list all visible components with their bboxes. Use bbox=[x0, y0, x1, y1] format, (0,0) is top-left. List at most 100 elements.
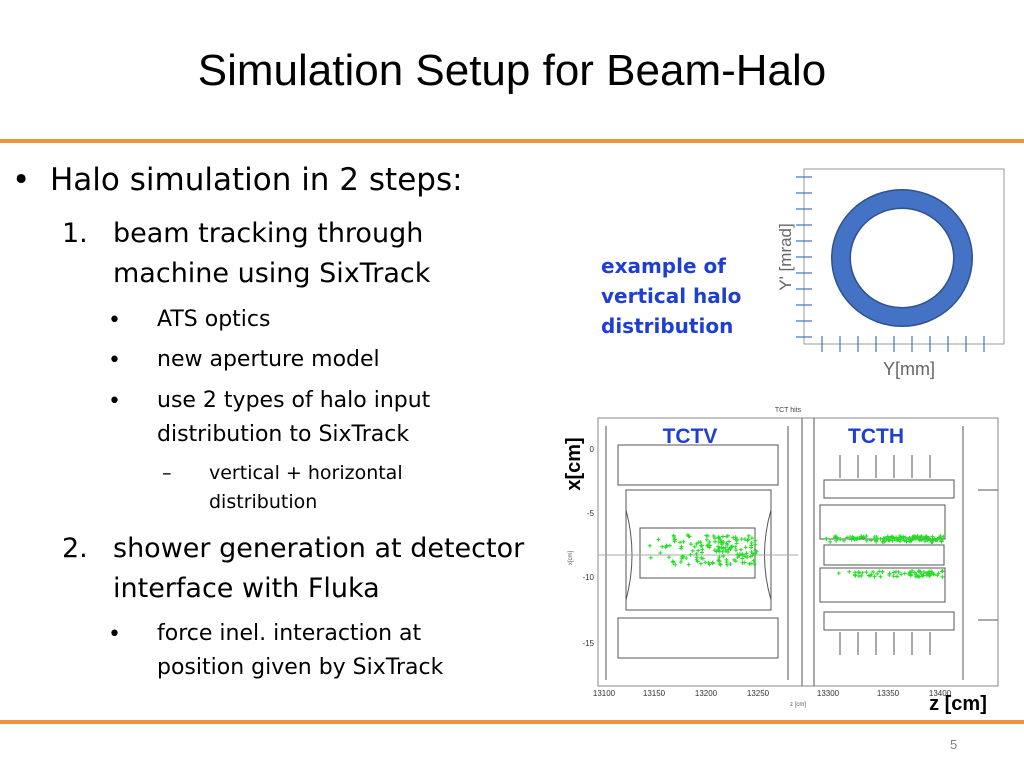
hit-marker bbox=[737, 552, 742, 557]
halo-ring-fill bbox=[832, 190, 972, 326]
hit-marker bbox=[707, 539, 712, 544]
hit-marker bbox=[717, 558, 722, 563]
step1-sub3-line1: use 2 types of halo input bbox=[157, 388, 431, 413]
hit-marker bbox=[859, 573, 864, 578]
hit-marker bbox=[918, 535, 923, 540]
hit-marker bbox=[938, 534, 943, 539]
page-number: 5 bbox=[950, 737, 958, 752]
hit-marker bbox=[728, 561, 733, 566]
hit-marker bbox=[734, 547, 739, 552]
hit-marker bbox=[907, 570, 912, 575]
hit-marker bbox=[904, 539, 909, 544]
bottom-divider bbox=[0, 720, 1024, 724]
x-tick-label: 13250 bbox=[747, 689, 770, 698]
hit-marker bbox=[930, 534, 935, 539]
hit-marker bbox=[660, 544, 665, 549]
hit-marker bbox=[713, 539, 718, 544]
hit-marker bbox=[933, 537, 938, 542]
step2-number: 2. bbox=[62, 533, 88, 564]
y-tick-label: 0 bbox=[590, 445, 595, 454]
tct-hits-plot: TCT hits 0 -5 -10 -15 bbox=[563, 407, 999, 715]
y-tick-label: -15 bbox=[582, 639, 594, 648]
hit-marker bbox=[742, 537, 747, 542]
hit-marker bbox=[880, 569, 885, 574]
top-divider bbox=[0, 139, 1024, 143]
hit-marker bbox=[694, 551, 699, 556]
hit-marker bbox=[734, 541, 739, 546]
hit-marker bbox=[907, 535, 912, 540]
hit-marker bbox=[914, 573, 919, 578]
hit-marker bbox=[929, 571, 934, 576]
step2-line2: interface with Fluka bbox=[113, 573, 380, 604]
tct-plot-frame bbox=[597, 417, 999, 687]
halo-plot-ylabel: Y' [mrad] bbox=[776, 223, 795, 291]
hit-marker bbox=[936, 571, 941, 576]
hit-marker bbox=[856, 570, 861, 575]
hit-marker bbox=[866, 573, 871, 578]
hit-marker bbox=[678, 540, 683, 545]
hit-marker bbox=[910, 569, 915, 574]
hit-marker bbox=[725, 562, 730, 567]
hit-marker bbox=[724, 541, 729, 546]
hit-marker bbox=[706, 543, 711, 548]
hit-marker bbox=[877, 569, 882, 574]
hit-marker bbox=[860, 570, 865, 575]
hit-marker bbox=[941, 534, 946, 539]
hit-marker bbox=[899, 572, 904, 577]
hit-marker bbox=[698, 561, 703, 566]
hit-marker bbox=[921, 569, 926, 574]
hit-marker bbox=[681, 539, 686, 544]
main-bullet-glyph: • bbox=[12, 162, 31, 198]
hit-marker bbox=[859, 534, 864, 539]
hit-marker bbox=[930, 539, 935, 544]
halo-plot-yticks bbox=[796, 176, 812, 338]
hit-marker bbox=[882, 539, 887, 544]
hit-marker bbox=[718, 562, 723, 567]
hit-marker bbox=[913, 534, 918, 539]
halo-plot-xlabel: Y[mm] bbox=[883, 359, 935, 379]
hit-marker bbox=[891, 570, 896, 575]
hit-marker bbox=[902, 571, 907, 576]
hit-marker bbox=[923, 539, 928, 544]
tct-small-ylabel: x[cm] bbox=[568, 551, 574, 566]
hit-marker bbox=[845, 535, 850, 540]
hit-marker bbox=[917, 574, 922, 579]
hit-marker bbox=[740, 560, 745, 565]
hit-marker bbox=[696, 548, 701, 553]
hit-marker bbox=[841, 538, 846, 543]
hit-marker bbox=[875, 571, 880, 576]
y-tick-label: -5 bbox=[587, 509, 595, 518]
hit-marker bbox=[745, 555, 750, 560]
sub-bullet-glyph: • bbox=[108, 348, 121, 373]
hit-marker bbox=[730, 544, 735, 549]
annotation-line1: example of bbox=[601, 254, 726, 278]
x-tick-label: 13200 bbox=[695, 689, 718, 698]
hit-marker bbox=[673, 562, 678, 567]
step1-sub1: ATS optics bbox=[157, 307, 271, 332]
hit-marker bbox=[707, 562, 712, 567]
hit-marker bbox=[685, 533, 690, 538]
tct-xlabel: z [cm] bbox=[929, 693, 987, 715]
hit-marker bbox=[672, 537, 677, 542]
hit-marker bbox=[716, 535, 721, 540]
hit-marker bbox=[848, 534, 853, 539]
hit-marker bbox=[869, 572, 874, 577]
halo-annotation: example of vertical halo distribution bbox=[601, 251, 741, 341]
main-bullet-text: Halo simulation in 2 steps: bbox=[50, 162, 463, 198]
hit-marker bbox=[700, 550, 705, 555]
hit-marker bbox=[692, 544, 697, 549]
tctv-hits bbox=[647, 533, 759, 567]
tct-small-xlabel: z [cm] bbox=[790, 702, 806, 708]
tct-plot-title: TCT hits bbox=[775, 407, 802, 414]
hit-marker bbox=[719, 542, 724, 547]
hit-marker bbox=[678, 559, 683, 564]
step2-sub1-line1: force inel. interaction at bbox=[157, 621, 422, 646]
hit-marker bbox=[884, 537, 889, 542]
hit-marker bbox=[892, 537, 897, 542]
hit-marker bbox=[919, 572, 924, 577]
hit-marker bbox=[753, 538, 758, 543]
hit-marker bbox=[710, 560, 715, 565]
hit-marker bbox=[749, 543, 754, 548]
tcth-hits bbox=[824, 534, 946, 579]
hit-marker bbox=[727, 539, 732, 544]
